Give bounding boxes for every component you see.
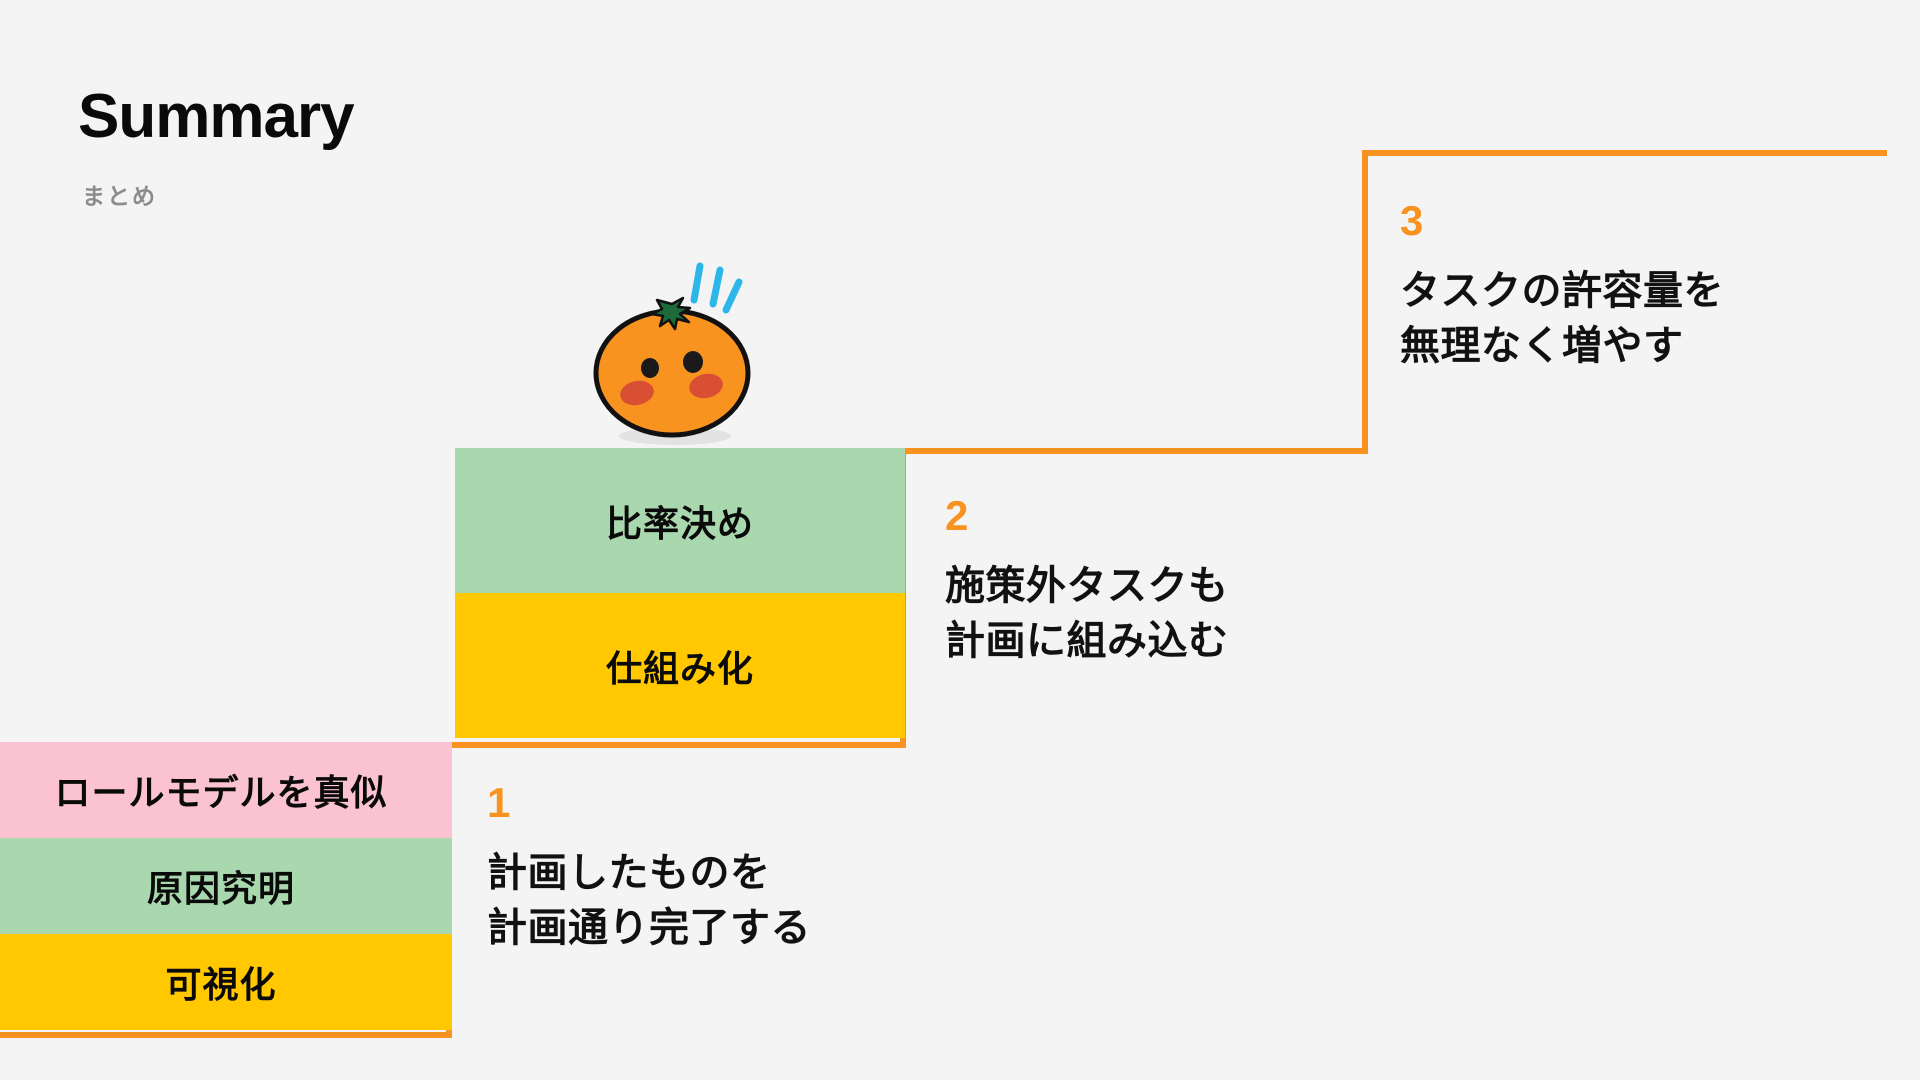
stair-block-1: ロールモデルを真似 原因究明 可視化 bbox=[0, 742, 452, 1030]
step-1-description: 1 計画したものを 計画通り完了する bbox=[487, 782, 811, 956]
step-3-to-2-rule bbox=[900, 448, 1368, 454]
step-1-number: 1 bbox=[487, 779, 511, 826]
band-systemize: 仕組み化 bbox=[455, 593, 905, 738]
step-1-text: 計画したものを 計画通り完了する bbox=[487, 851, 811, 951]
step-1-baseline-rule bbox=[0, 1032, 452, 1038]
step-3-number: 3 bbox=[1400, 197, 1424, 244]
step-2-number: 2 bbox=[945, 492, 969, 539]
band-root-cause: 原因究明 bbox=[0, 838, 452, 934]
page-title: Summary bbox=[78, 82, 355, 151]
band-role-model: ロールモデルを真似 bbox=[0, 742, 452, 838]
step-3-left-rule bbox=[1362, 150, 1368, 454]
step-3-text: タスクの許容量を 無理なく増やす bbox=[1400, 269, 1724, 369]
step-2-text: 施策外タスクも 計画に組み込む bbox=[945, 564, 1229, 664]
band-ratio-decision: 比率決め bbox=[455, 448, 905, 593]
step-3-description: 3 タスクの許容量を 無理なく増やす bbox=[1400, 200, 1724, 374]
step-2-to-1-rule bbox=[446, 742, 906, 748]
step-3-top-rule bbox=[1362, 150, 1887, 156]
page-subtitle: まとめ bbox=[82, 183, 157, 209]
mandarin-orange-mascot-icon bbox=[580, 258, 765, 453]
band-visualize: 可視化 bbox=[0, 934, 452, 1030]
stair-block-2: 比率決め 仕組み化 bbox=[455, 448, 905, 738]
step-2-description: 2 施策外タスクも 計画に組み込む bbox=[945, 495, 1229, 669]
